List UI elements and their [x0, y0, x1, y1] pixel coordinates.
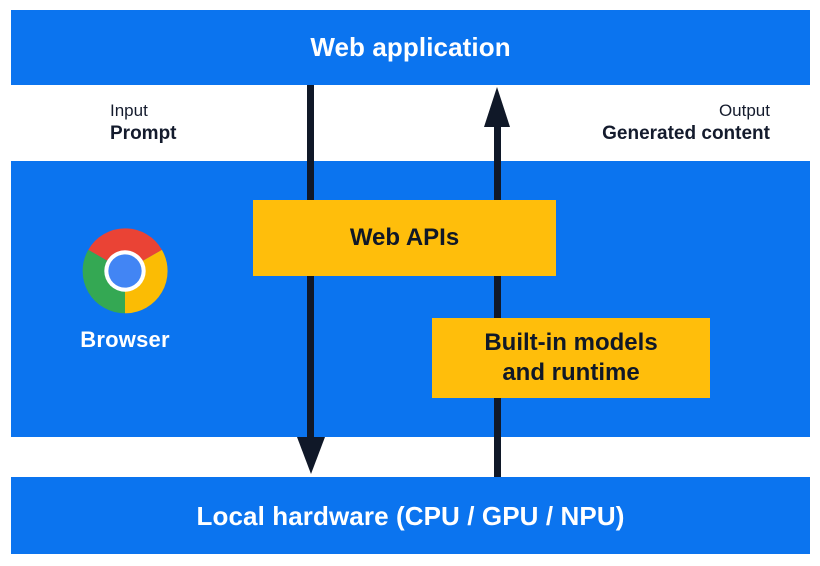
web-apis-box: Web APIs — [253, 200, 556, 276]
web-application-label: Web application — [310, 32, 511, 62]
input-value-label: Prompt — [110, 122, 177, 144]
generated-content-flow-arrow-head-icon — [484, 87, 510, 127]
output-value-label: Generated content — [602, 122, 770, 144]
local-hardware-label: Local hardware (CPU / GPU / NPU) — [196, 501, 625, 531]
input-label-group: Input Prompt — [110, 100, 177, 146]
input-kind-label: Input — [110, 101, 148, 120]
builtin-models-label: Built-in models and runtime — [484, 329, 658, 386]
output-label-group: Output Generated content — [602, 100, 770, 146]
web-application-band: Web application — [11, 10, 810, 85]
chrome-logo-icon — [82, 228, 168, 314]
local-hardware-band: Local hardware (CPU / GPU / NPU) — [11, 477, 810, 554]
output-kind-label: Output — [718, 101, 770, 120]
generated-content-flow-arrow-shaft — [494, 126, 501, 477]
browser-badge: Browser — [63, 226, 187, 353]
builtin-models-box: Built-in models and runtime — [432, 318, 710, 398]
browser-caption-label: Browser — [80, 327, 170, 352]
prompt-flow-arrow-head-icon — [297, 437, 325, 474]
web-apis-label: Web APIs — [349, 224, 460, 251]
